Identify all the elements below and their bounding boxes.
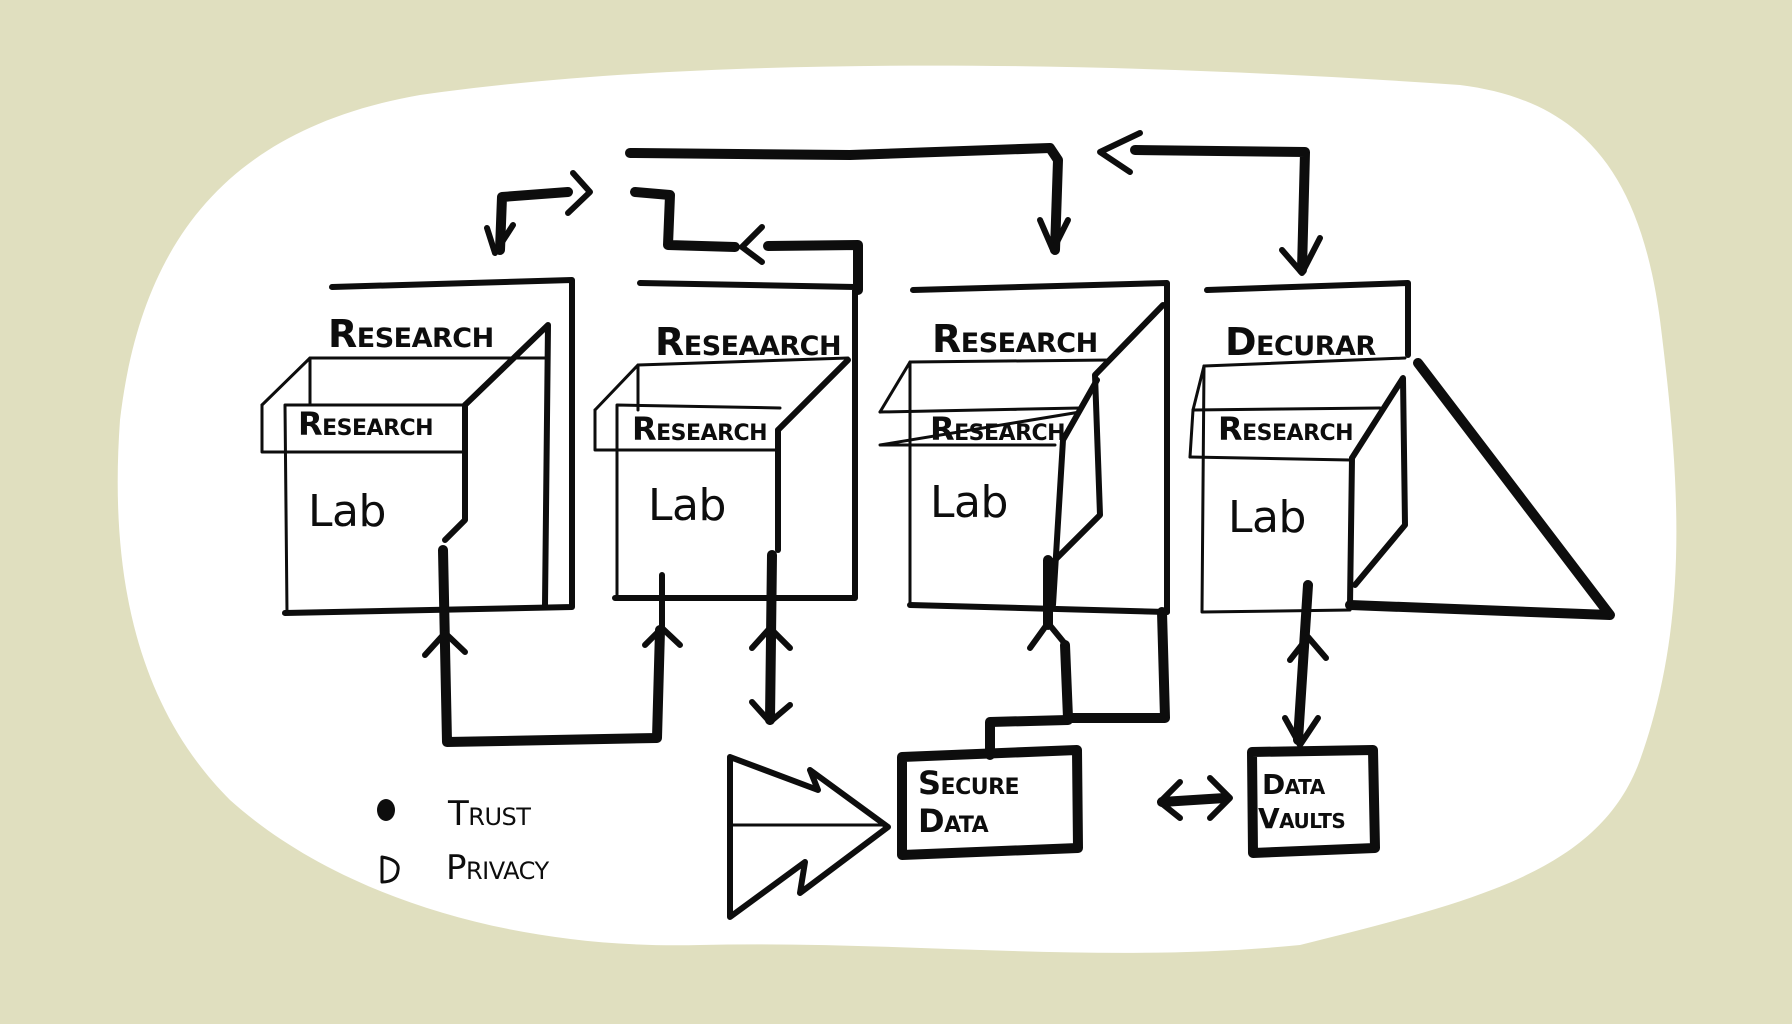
lab-unit-4-side-front: [1347, 455, 1355, 608]
connector-secure-drop: [985, 715, 1073, 760]
arrowhead-u-left: [422, 630, 468, 658]
connector-step: [630, 187, 740, 252]
lab-unit-4-band-lines: [1191, 406, 1382, 412]
connector-right-bidir: [1130, 145, 1310, 275]
lab-unit-3-subheader: Research: [930, 410, 1066, 448]
connector-bidir-down: [765, 550, 777, 725]
lab-unit-4-band-edge: [1188, 455, 1352, 462]
arrowhead-bidir-up: [749, 625, 793, 651]
arrowhead-vault-down: [1282, 715, 1321, 748]
connector-u-loop: [438, 545, 665, 747]
lab-unit-4-subheader: Research: [1218, 410, 1354, 448]
lab-unit-2-header: Reseaarch: [655, 320, 842, 364]
top-connectors: [484, 130, 1323, 295]
lab-unit-3-base: [907, 602, 1170, 615]
lab-unit-4[interactable]: [1188, 280, 1615, 620]
lab-unit-4-band: [1191, 364, 1206, 412]
lab-unit-2-box: [615, 403, 782, 600]
data-vaults-label-line1: Data: [1262, 768, 1325, 801]
trust-dot-icon: [377, 799, 395, 821]
lab-unit-2-subheader: Research: [632, 410, 768, 448]
lab-unit-4-band-bottom: [1188, 408, 1195, 459]
arrowhead-right-left: [1097, 130, 1143, 175]
arrowhead-bidir-down: [749, 699, 793, 725]
data-vaults-box[interactable]: [1247, 745, 1380, 858]
lab-unit-3-frame: [910, 280, 1170, 615]
lab-unit-3[interactable]: [878, 280, 1170, 615]
lab-unit-3-side-front: [1050, 377, 1100, 608]
secure-data-label-line1: Secure: [918, 764, 1020, 802]
privacy-d-icon: [380, 855, 400, 884]
data-vaults-label-line2: Vaults: [1258, 802, 1346, 835]
lab-unit-1-header: Research: [328, 312, 494, 356]
lab-unit-1[interactable]: [260, 277, 575, 616]
lab-unit-1-subheader: Research: [298, 405, 434, 443]
lab-unit-2-body: Lab: [648, 480, 726, 531]
secure-data-label-line2: Data: [918, 802, 989, 840]
lab-unit-1-body: Lab: [308, 486, 386, 537]
lower-connectors: [422, 545, 1329, 760]
connector-top-long: [625, 143, 1063, 255]
connector-vault-bidir: [1293, 580, 1313, 745]
lab-unit-4-side: [1349, 375, 1408, 588]
connector-step-right: [763, 240, 863, 295]
connector-secure-feed: [1060, 607, 1170, 723]
connector-left-bidir: [495, 187, 573, 255]
lab-unit-1-frame: [282, 277, 575, 616]
lab-unit-2[interactable]: [593, 280, 858, 601]
secure-vault-bidir-arrow: [1157, 775, 1233, 821]
legend-privacy-label: Privacy: [446, 848, 549, 888]
lab-unit-3-lid: [878, 360, 912, 414]
lab-unit-1-side: [462, 322, 551, 608]
lab-unit-1-side-inner: [442, 402, 468, 543]
arrowhead-down: [1037, 217, 1071, 253]
lab-unit-4-header: Decurar: [1225, 320, 1376, 364]
lab-unit-3-header: Research: [932, 317, 1098, 361]
arrowhead-left-down: [484, 222, 516, 256]
lab-unit-4-lid: [1202, 356, 1407, 368]
arrowhead-right-down: [1279, 235, 1323, 276]
lab-unit-2-frame: [612, 280, 858, 601]
arrowhead-left-right: [565, 170, 593, 216]
secure-data-box[interactable]: [897, 745, 1083, 860]
lab-unit-4-frame: [1204, 280, 1411, 358]
lab-unit-4-box: [1200, 364, 1352, 614]
triangle-shape: [1345, 358, 1615, 620]
lab-unit-1-band: [260, 403, 467, 454]
lab-unit-2-side: [775, 357, 851, 433]
arrowhead-vault-up: [1287, 634, 1329, 663]
lab-unit-3-side: [1047, 302, 1166, 568]
arrowhead-step-left: [739, 224, 765, 265]
legend-trust-label: Trust: [448, 794, 531, 834]
lab-unit-4-body: Lab: [1228, 492, 1306, 543]
lab-unit-3-body: Lab: [930, 477, 1008, 528]
double-chevron-arrow[interactable]: [727, 754, 891, 920]
lab-unit-2-band: [593, 408, 777, 452]
